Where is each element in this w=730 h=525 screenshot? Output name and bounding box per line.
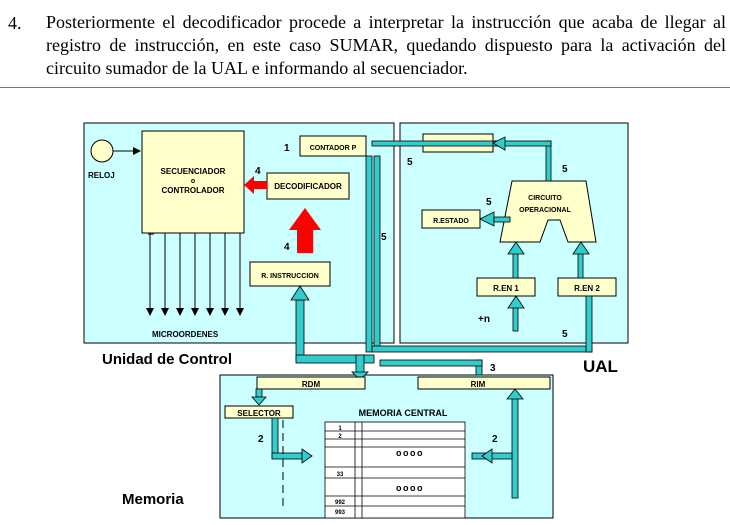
reloj-label: RELOJ bbox=[88, 171, 115, 180]
paragraph-text: Posteriormente el decodificador procede … bbox=[46, 12, 726, 78]
ual-label: UAL bbox=[583, 357, 618, 376]
selector-label: SELECTOR bbox=[237, 409, 281, 418]
data-buses bbox=[295, 140, 593, 376]
step-4-a: 4 bbox=[255, 166, 261, 177]
decodificador-label: DECODIFICADOR bbox=[274, 182, 342, 191]
step-2-b: 2 bbox=[492, 434, 498, 445]
instruccion-box bbox=[249, 261, 331, 287]
mem-row-33: 33 bbox=[337, 472, 344, 478]
step-2-a: 2 bbox=[258, 434, 264, 445]
step-1: 1 bbox=[284, 143, 290, 154]
memoria-central-label: MEMORIA CENTRAL bbox=[359, 408, 448, 418]
operacional-label: OPERACIONAL bbox=[519, 207, 571, 214]
divider bbox=[0, 87, 730, 88]
contador-box bbox=[299, 135, 367, 157]
ren2-label: R.EN 2 bbox=[574, 284, 600, 293]
decoder-to-sequencer-arrow bbox=[244, 176, 267, 194]
paragraph-number: 4. bbox=[8, 13, 22, 33]
unidad-control-label: Unidad de Control bbox=[102, 351, 232, 368]
mem-dots-2: oooo bbox=[396, 483, 424, 493]
estado-label: R.ESTADO bbox=[433, 218, 469, 225]
step-3: 3 bbox=[490, 363, 496, 374]
circuito-label: CIRCUITO bbox=[528, 195, 562, 202]
ren1-label: R.EN 1 bbox=[493, 284, 519, 293]
controlador-label: CONTROLADOR bbox=[161, 186, 224, 195]
mem-row-993: 993 bbox=[335, 510, 346, 516]
step-5-a: 5 bbox=[407, 157, 413, 168]
memory-table bbox=[324, 421, 466, 519]
microordenes-label: MICROORDENES bbox=[152, 330, 219, 339]
decodificador-box bbox=[266, 172, 350, 200]
mem-row-1: 1 bbox=[338, 426, 342, 432]
step-4-b: 4 bbox=[284, 242, 290, 253]
paragraph: 4. Posteriormente el decodificador proce… bbox=[0, 0, 730, 80]
rdm-label: RDM bbox=[302, 380, 321, 389]
mem-row-992: 992 bbox=[335, 500, 346, 506]
circuito-operacional-shape bbox=[499, 180, 597, 243]
secuenciador-o-label: o bbox=[191, 178, 195, 185]
rim-box bbox=[417, 376, 551, 390]
step-5-c: 5 bbox=[486, 197, 492, 208]
mem-row-2: 2 bbox=[338, 434, 342, 440]
memoria-label: Memoria bbox=[122, 491, 184, 508]
instruccion-label: R. INSTRUCCION bbox=[261, 273, 319, 280]
step-5-e: 5 bbox=[562, 329, 568, 340]
clock-icon bbox=[90, 139, 114, 163]
step-5-b: 5 bbox=[562, 164, 568, 175]
selector-box bbox=[224, 405, 294, 419]
instruction-to-decoder-arrow bbox=[289, 208, 321, 253]
contador-label: CONTADOR P bbox=[310, 145, 357, 152]
step-5-d: 5 bbox=[381, 232, 387, 243]
rdm-box bbox=[256, 376, 366, 390]
secuenciador-label: SECUENCIADOR bbox=[161, 167, 226, 176]
ren1-box bbox=[476, 277, 536, 297]
plus-n-label: +n bbox=[478, 314, 490, 325]
mem-dots-1: oooo bbox=[396, 448, 424, 458]
secuenciador-box bbox=[141, 130, 245, 234]
microordenes-arrows bbox=[146, 233, 244, 316]
rim-label: RIM bbox=[471, 380, 486, 389]
